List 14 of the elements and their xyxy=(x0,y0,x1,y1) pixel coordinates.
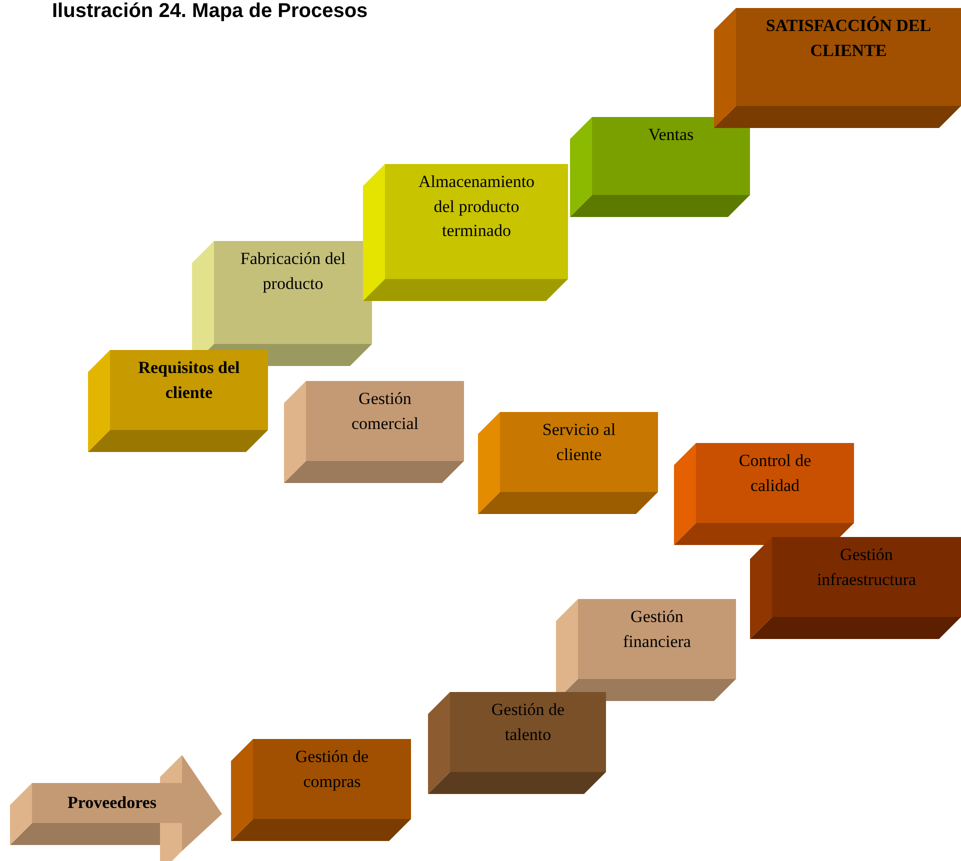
process-label: Almacenamiento del producto terminado xyxy=(417,171,536,242)
process-label: Servicio al cliente xyxy=(541,419,617,466)
process-label: Ventas xyxy=(647,124,695,146)
process-label: Gestión comercial xyxy=(350,388,420,435)
process-label: Control de calidad xyxy=(738,450,812,497)
title: Ilustración 24. Mapa de Procesos xyxy=(52,0,368,23)
process-label: Gestión de compras xyxy=(294,746,370,793)
process-label: Gestión infraestructura xyxy=(816,544,918,591)
process-label: Requisitos del cliente xyxy=(137,357,241,404)
process-label: SATISFACCIÓN DEL CLIENTE xyxy=(764,15,932,62)
process-label: Gestión de talento xyxy=(490,699,566,746)
process-label: Fabricación del producto xyxy=(239,248,347,295)
process-label: Proveedores xyxy=(66,792,158,814)
process-label: Gestión financiera xyxy=(622,606,692,653)
